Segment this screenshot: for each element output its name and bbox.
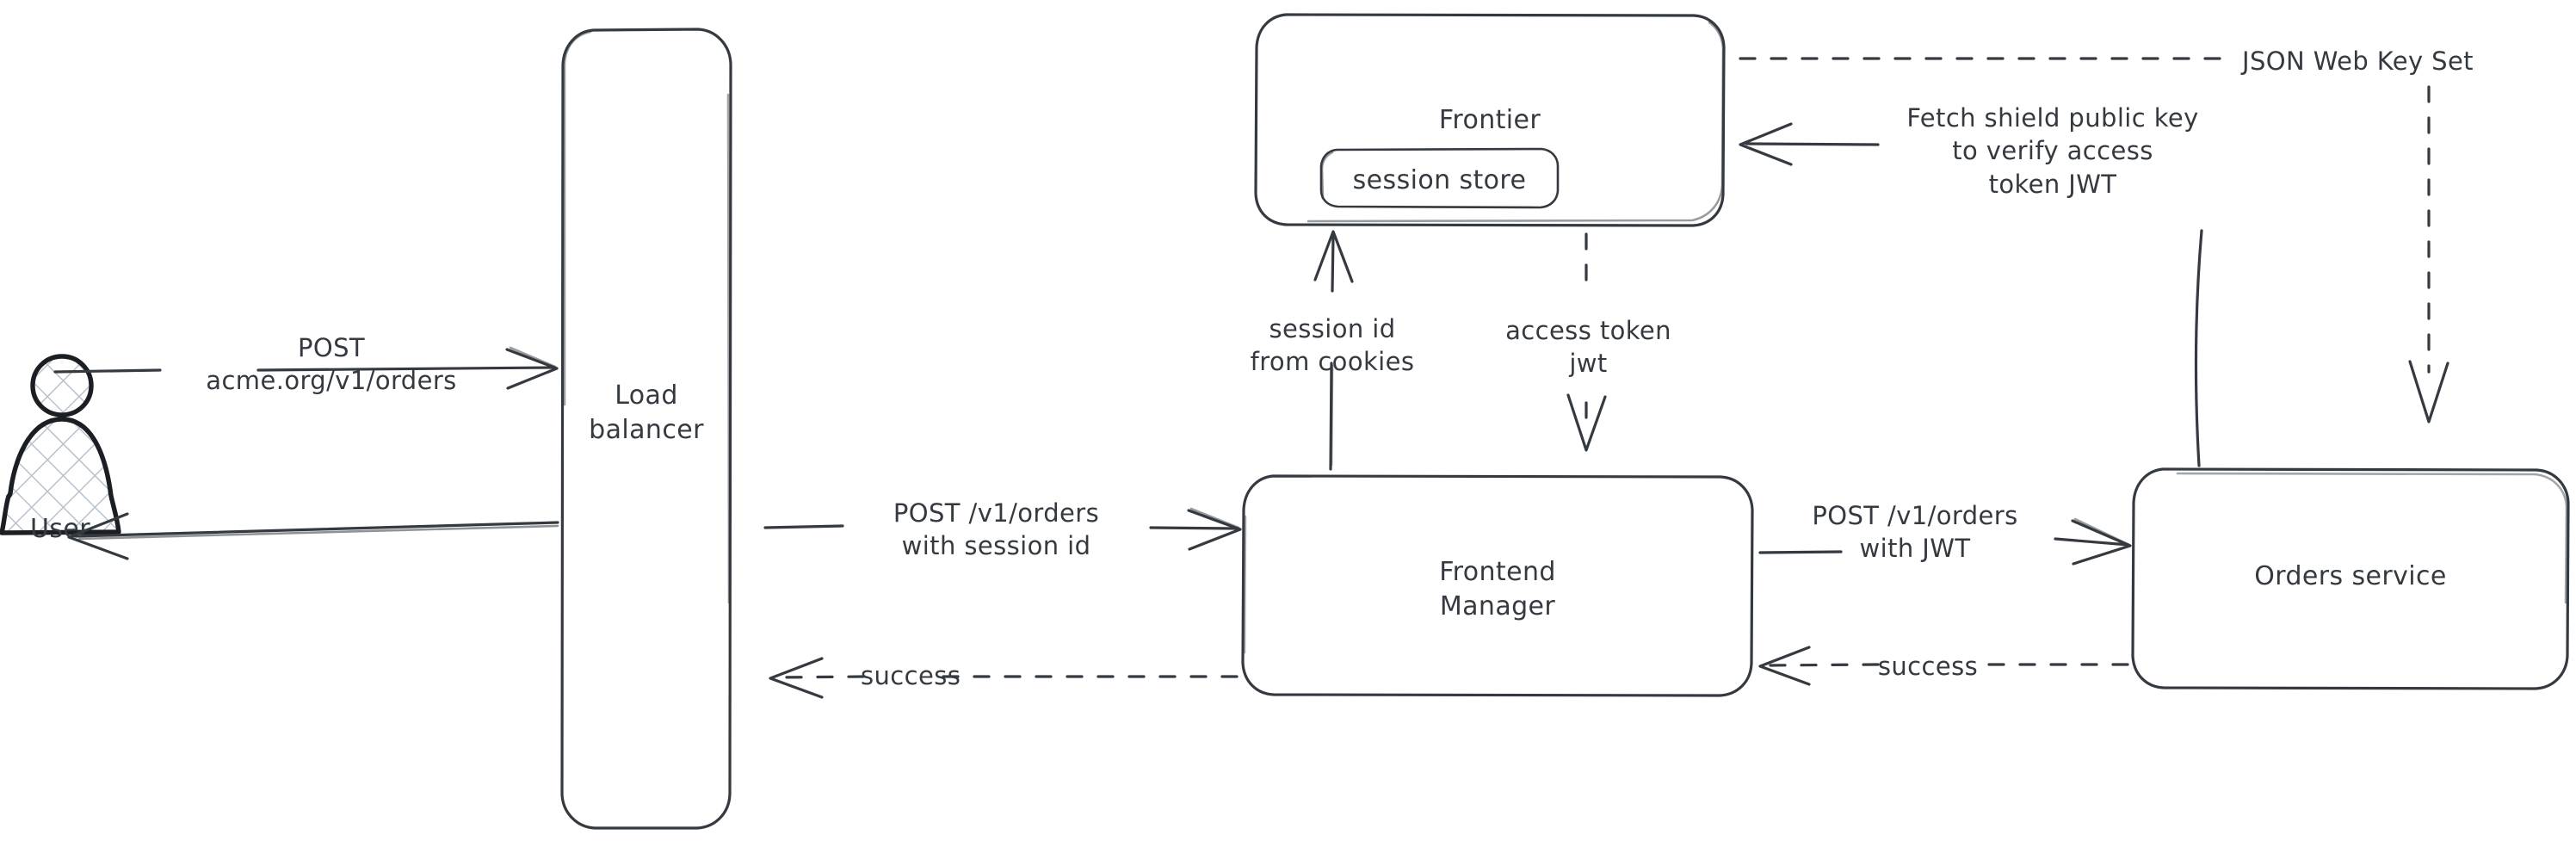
node-frontier-label: Frontier <box>1438 105 1541 135</box>
edge-label-post-orders-jwt: POST /v1/orders with JWT <box>1769 499 2061 566</box>
edge-user-to-load-balancer-line <box>53 346 559 390</box>
fetch-key-line-3: token JWT <box>1988 169 2117 199</box>
load-balancer-line-1: Load <box>615 380 678 411</box>
node-session-store-shape[interactable] <box>1319 147 1560 209</box>
edge-frontend-manager-to-frontier-line <box>1313 230 1354 471</box>
post-session-line-1: POST /v1/orders <box>893 498 1100 528</box>
fetch-key-line-1: Fetch shield public key <box>1906 103 2199 133</box>
edge-label-session-id-from-cookies: session id from cookies <box>1216 312 1449 379</box>
post-jwt-line-1: POST /v1/orders <box>1812 501 2018 530</box>
post-acme-line-2: acme.org/v1/orders <box>206 366 457 396</box>
post-jwt-line-2: with JWT <box>1859 534 1971 564</box>
edge-json-web-key-set-line <box>1739 57 2449 424</box>
node-orders-service-shape[interactable] <box>2131 467 2570 690</box>
user-actor-label: User <box>30 514 90 544</box>
edge-frontend-manager-to-load-balancer-line <box>769 657 1239 699</box>
person-icon <box>0 354 121 535</box>
node-frontend-manager-shape[interactable] <box>1241 474 1754 697</box>
post-acme-line-1: POST <box>297 333 366 362</box>
access-token-line-1: access token <box>1505 316 1671 345</box>
edge-frontier-to-frontend-manager-line <box>1566 232 1607 452</box>
node-frontier-shape[interactable] <box>1254 13 1726 227</box>
frontend-manager-line-2: Manager <box>1439 590 1556 621</box>
node-session-store-label: session store <box>1352 165 1527 195</box>
node-orders-service-label: Orders service <box>2254 561 2447 591</box>
edge-label-success-left: success <box>861 661 961 690</box>
fetch-key-line-2: to verify access <box>1952 136 2153 166</box>
edge-orders-service-to-frontend-manager-line <box>1758 646 2129 686</box>
frontend-manager-line-1: Frontend <box>1439 557 1556 587</box>
session-id-line-2: from cookies <box>1250 347 1415 377</box>
edge-label-access-token-jwt: access token jwt <box>1479 314 1698 380</box>
post-session-line-2: with session id <box>901 531 1091 561</box>
edge-frontend-manager-to-orders-service-line <box>1758 517 2132 566</box>
edge-label-post-acme-orders: POST acme.org/v1/orders <box>151 331 512 398</box>
edge-label-success-right: success <box>1877 652 1979 681</box>
load-balancer-line-2: balancer <box>589 414 704 445</box>
edge-load-balancer-to-user-line <box>67 512 559 560</box>
node-load-balancer-shape[interactable] <box>560 28 732 830</box>
edge-orders-service-to-frontier-line <box>1739 122 2203 467</box>
edge-label-json-web-key-set: JSON Web Key Set <box>2242 46 2474 76</box>
access-token-line-2: jwt <box>1569 349 1608 379</box>
session-id-line-1: session id <box>1269 314 1396 343</box>
edge-load-balancer-to-frontend-manager-line <box>763 507 1242 551</box>
